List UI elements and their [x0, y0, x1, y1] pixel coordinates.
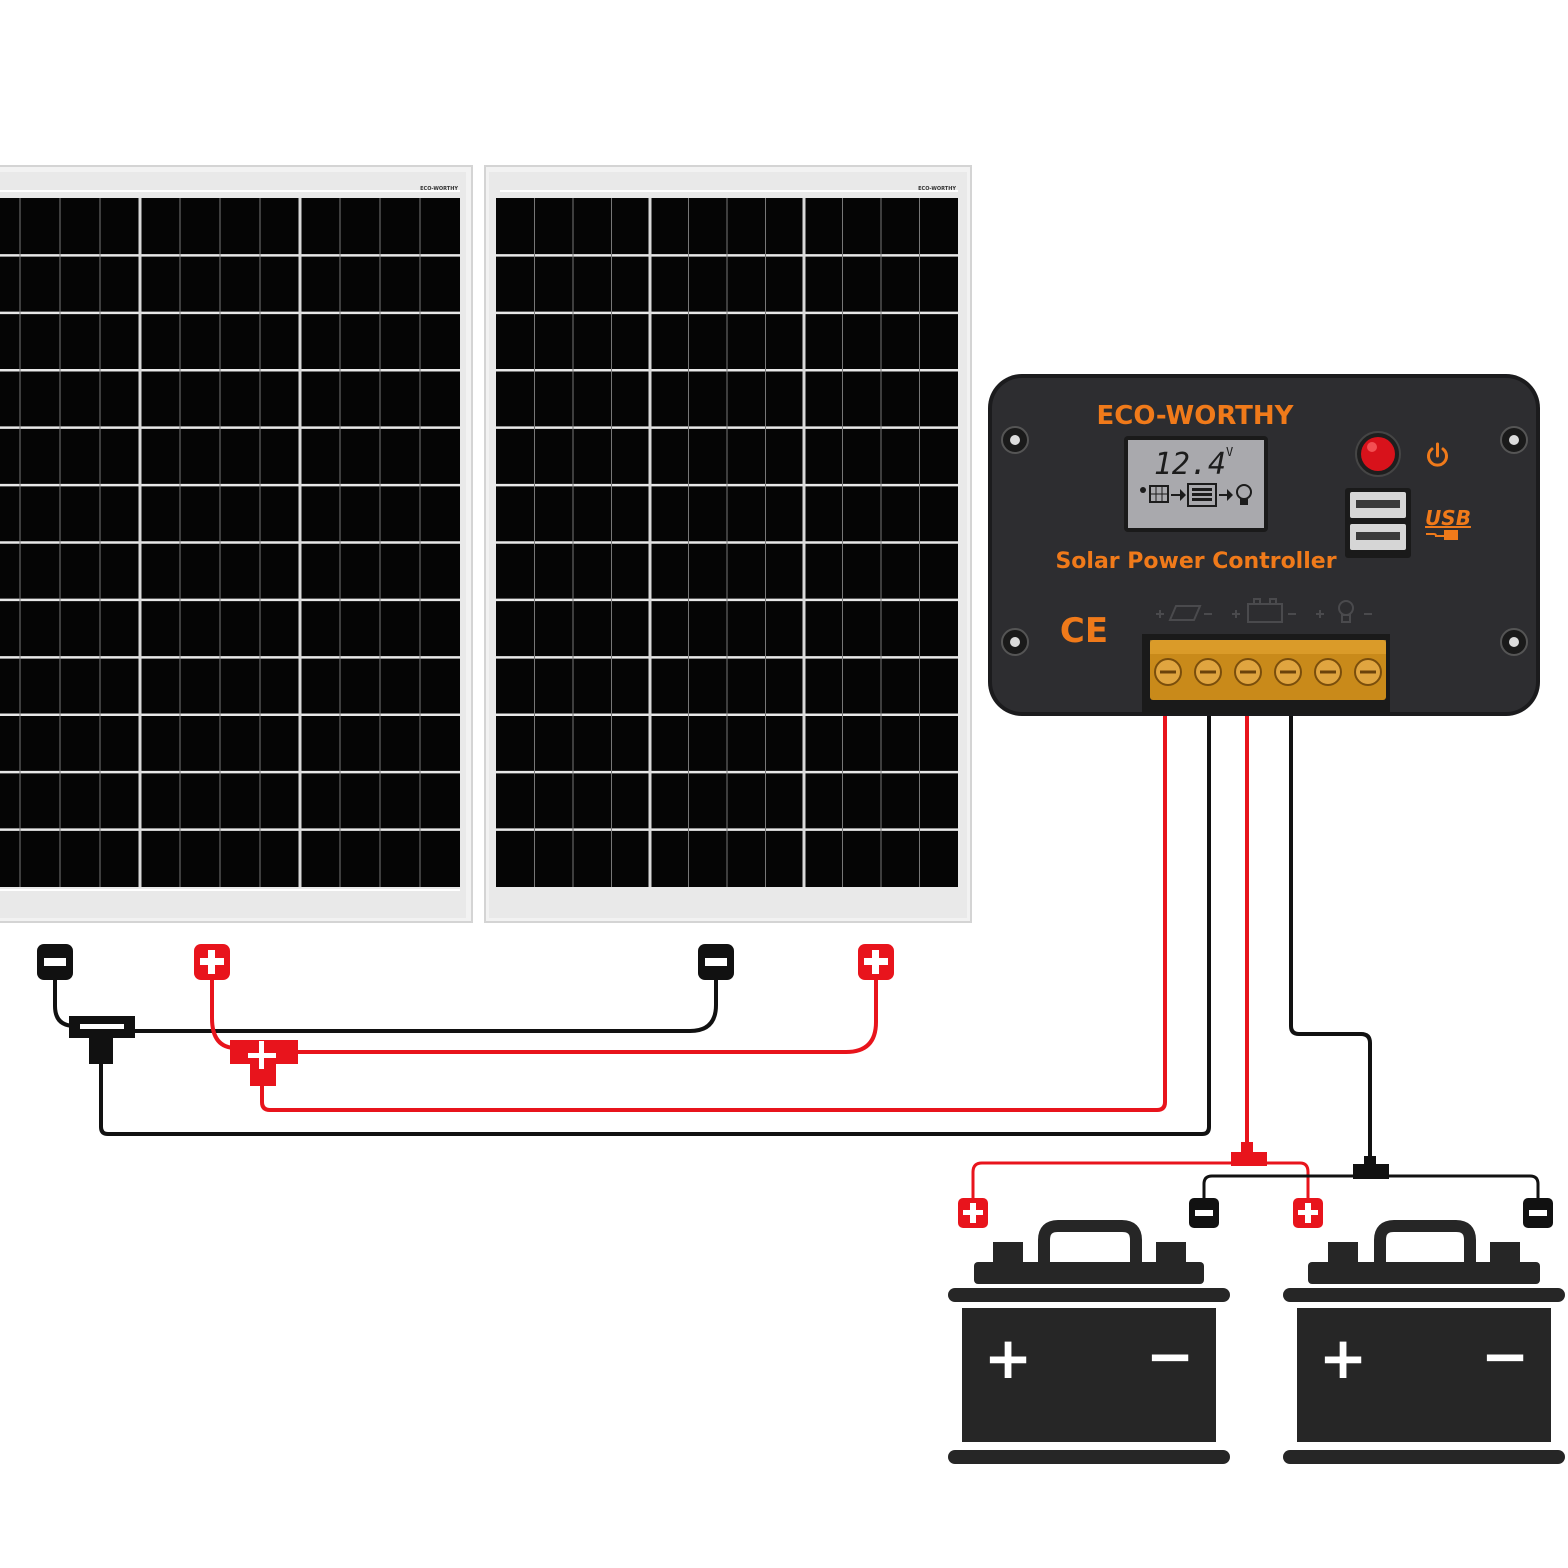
mc4-connector-panel-left-negative: [37, 944, 73, 980]
positive-wire-battery-branch: [971, 1161, 1310, 1198]
lcd-voltage-unit: V: [1226, 445, 1233, 459]
negative-wire-to-controller: [99, 714, 1211, 1136]
battery-handle: [1374, 1220, 1476, 1268]
mc4-connector-panel-right-negative: [698, 944, 734, 980]
usb-label: USB: [1425, 506, 1471, 530]
negative-battery-branch-connector: [1353, 1156, 1389, 1179]
positive-branch-connector: [230, 1040, 298, 1086]
power-button: [1355, 431, 1401, 477]
battery-plus-label: +: [984, 1324, 1033, 1392]
lcd-display: 12.4 V: [1124, 436, 1268, 532]
usb-ports: [1345, 488, 1411, 558]
panel-cells: [496, 198, 958, 887]
ce-mark-icon: CE: [1060, 611, 1108, 651]
mc4-connector-panel-left-positive: [194, 944, 230, 980]
solar-panel-left: ECO-WORTHY: [0, 165, 473, 923]
battery-right-positive-connector: [1293, 1198, 1323, 1228]
battery-minus-label: −: [1481, 1322, 1530, 1390]
battery-icon: [1232, 598, 1296, 623]
terminal-legend: [1156, 598, 1372, 623]
battery-right: + −: [1283, 1220, 1565, 1464]
bulb-icon: [1316, 600, 1372, 623]
lcd-arrow-icon: [1219, 489, 1233, 501]
negative-branch-connector: [69, 1016, 135, 1064]
solar-panel-right: ECO-WORTHY: [484, 165, 972, 923]
mc4-connector-panel-right-positive: [858, 944, 894, 980]
battery-minus-label: −: [1146, 1322, 1195, 1390]
controller-label: Solar Power Controller: [1055, 549, 1336, 574]
panel-brand-tag: ECO-WORTHY: [420, 186, 458, 192]
terminal-screws: [1154, 658, 1382, 686]
positive-battery-branch-connector: [1231, 1142, 1267, 1166]
battery-left-negative-connector: [1189, 1198, 1219, 1228]
battery-left-positive-connector: [958, 1198, 988, 1228]
lcd-arrow-icon: [1171, 489, 1186, 501]
battery-plus-label: +: [1319, 1324, 1368, 1392]
negative-wire-to-batteries: [1289, 714, 1372, 1160]
lcd-battery-icon: [1187, 483, 1217, 507]
lcd-solar-panel-icon: [1140, 485, 1169, 503]
power-icon: [1427, 442, 1448, 467]
negative-wire-battery-branch: [1202, 1174, 1540, 1198]
battery-right-negative-connector: [1523, 1198, 1553, 1228]
panel-brand-tag: ECO-WORTHY: [918, 186, 956, 192]
lcd-voltage-reading: 12.4: [1154, 447, 1226, 482]
solar-panel-icon: [1156, 605, 1212, 621]
panel-cells: [0, 198, 460, 887]
battery-handle: [1038, 1220, 1142, 1268]
negative-wire-panel-right: [132, 978, 718, 1033]
lcd-bulb-icon: [1236, 484, 1252, 505]
positive-wire-to-controller: [260, 714, 1167, 1112]
controller-brand: ECO-WORTHY: [1096, 401, 1294, 431]
battery-left: + −: [948, 1220, 1230, 1464]
terminal-block: [1142, 634, 1390, 714]
charge-controller: ECO-WORTHY 12.4 V: [988, 374, 1540, 716]
usb-icon: USB: [1425, 506, 1471, 540]
positive-wire-panel-left: [210, 978, 237, 1050]
mounting-holes: [1001, 426, 1528, 656]
positive-wire-panel-right: [296, 978, 878, 1054]
